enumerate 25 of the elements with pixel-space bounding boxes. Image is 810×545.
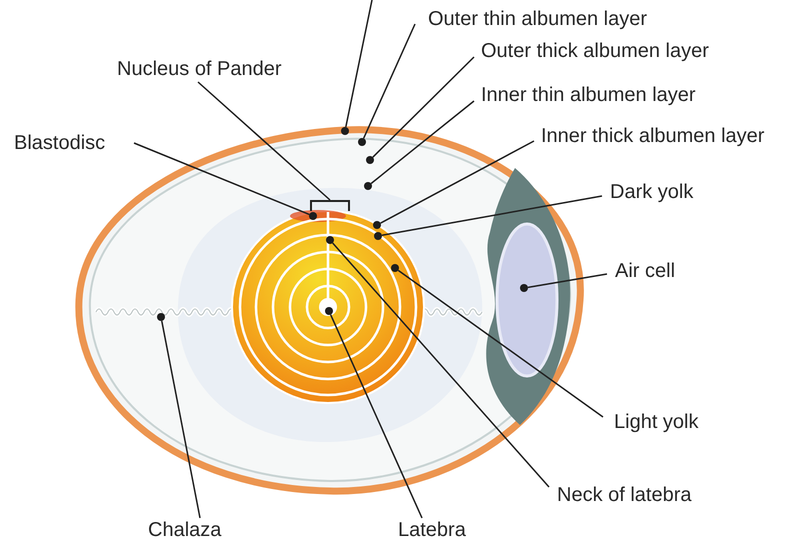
leader-line: [362, 24, 416, 139]
leader-line: [380, 140, 534, 224]
leader-line: [382, 195, 602, 236]
leader-line: [134, 142, 310, 216]
part-label: Nucleus of Pander: [117, 57, 282, 81]
part-label: Blastodisc: [14, 131, 106, 155]
leader-line: [161, 320, 201, 518]
leader-line: [345, 0, 373, 128]
part-label: Inner thin albumen layer: [481, 83, 696, 107]
part-label: Outer thin albumen layer: [428, 7, 648, 31]
part-label: Chalaza: [148, 518, 222, 542]
part-label: Latebra: [398, 518, 466, 542]
leader-line: [332, 242, 550, 488]
leader-line: [528, 273, 608, 288]
leader-line: [330, 314, 423, 518]
part-label: Dark yolk: [610, 180, 694, 204]
part-label: Inner thick albumen layer: [541, 124, 764, 148]
part-label: Outer thick albumen layer: [481, 39, 709, 63]
bracket: [310, 200, 350, 211]
part-label: Air cell: [615, 259, 676, 283]
part-label: Neck of latebra: [557, 483, 692, 507]
leader-line: [198, 81, 330, 201]
part-label: Light yolk: [614, 410, 698, 434]
leader-line: [372, 56, 475, 158]
leader-line: [370, 100, 474, 184]
